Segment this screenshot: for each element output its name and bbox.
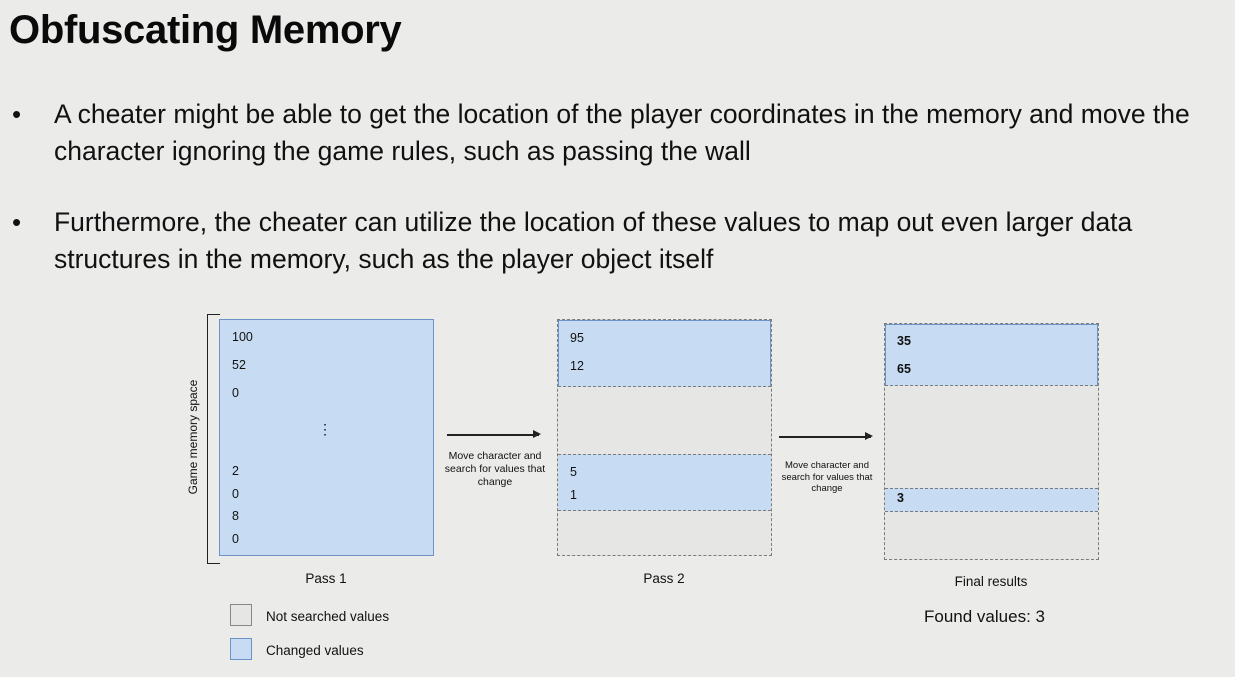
arrow1-label: Move character and search for values tha… xyxy=(444,450,546,488)
arrow-right-icon xyxy=(779,433,873,439)
pass1-value: 0 xyxy=(232,386,239,400)
pass2-value: 12 xyxy=(570,359,584,373)
pass2-value: 1 xyxy=(570,488,577,502)
slide-title: Obfuscating Memory xyxy=(9,8,402,52)
y-axis-label: Game memory space xyxy=(186,379,200,495)
pass1-value: 52 xyxy=(232,358,246,372)
arrow-right-icon xyxy=(447,431,541,437)
pass1-value: 2 xyxy=(232,464,239,478)
pass2-caption: Pass 2 xyxy=(643,571,685,586)
pass2-changed-band xyxy=(558,320,771,387)
pass1-value: 8 xyxy=(232,509,239,523)
memory-bracket xyxy=(207,314,220,564)
final-value: 65 xyxy=(897,362,911,376)
pass1-caption: Pass 1 xyxy=(305,571,347,586)
final-memory-block xyxy=(884,323,1099,560)
pass2-changed-band xyxy=(558,454,771,511)
legend-label: Changed values xyxy=(266,643,364,658)
bullet-text: Furthermore, the cheater can utilize the… xyxy=(54,207,1133,274)
legend-swatch-changed xyxy=(230,638,252,660)
arrow2-label: Move character and search for values tha… xyxy=(781,460,873,494)
pass1-value: 0 xyxy=(232,487,239,501)
final-changed-band xyxy=(885,488,1098,512)
legend-swatch-not-searched xyxy=(230,604,252,626)
pass2-memory-block xyxy=(557,319,772,556)
pass2-value: 95 xyxy=(570,331,584,345)
pass2-value: 5 xyxy=(570,465,577,479)
final-changed-band xyxy=(885,324,1098,386)
bullet-dot-icon: • xyxy=(12,99,22,129)
final-value: 35 xyxy=(897,334,911,348)
pass1-value: 100 xyxy=(232,330,253,344)
bullet-text: A cheater might be able to get the locat… xyxy=(54,99,1190,166)
found-values-text: Found values: 3 xyxy=(924,607,1045,626)
final-caption: Final results xyxy=(954,574,1028,589)
pass1-memory-block xyxy=(219,319,434,556)
ellipsis-icon: ⋮ xyxy=(318,422,332,436)
pass1-value: 0 xyxy=(232,532,239,546)
final-value: 3 xyxy=(897,491,904,505)
legend-label: Not searched values xyxy=(266,609,390,624)
bullet-dot-icon: • xyxy=(12,207,22,237)
